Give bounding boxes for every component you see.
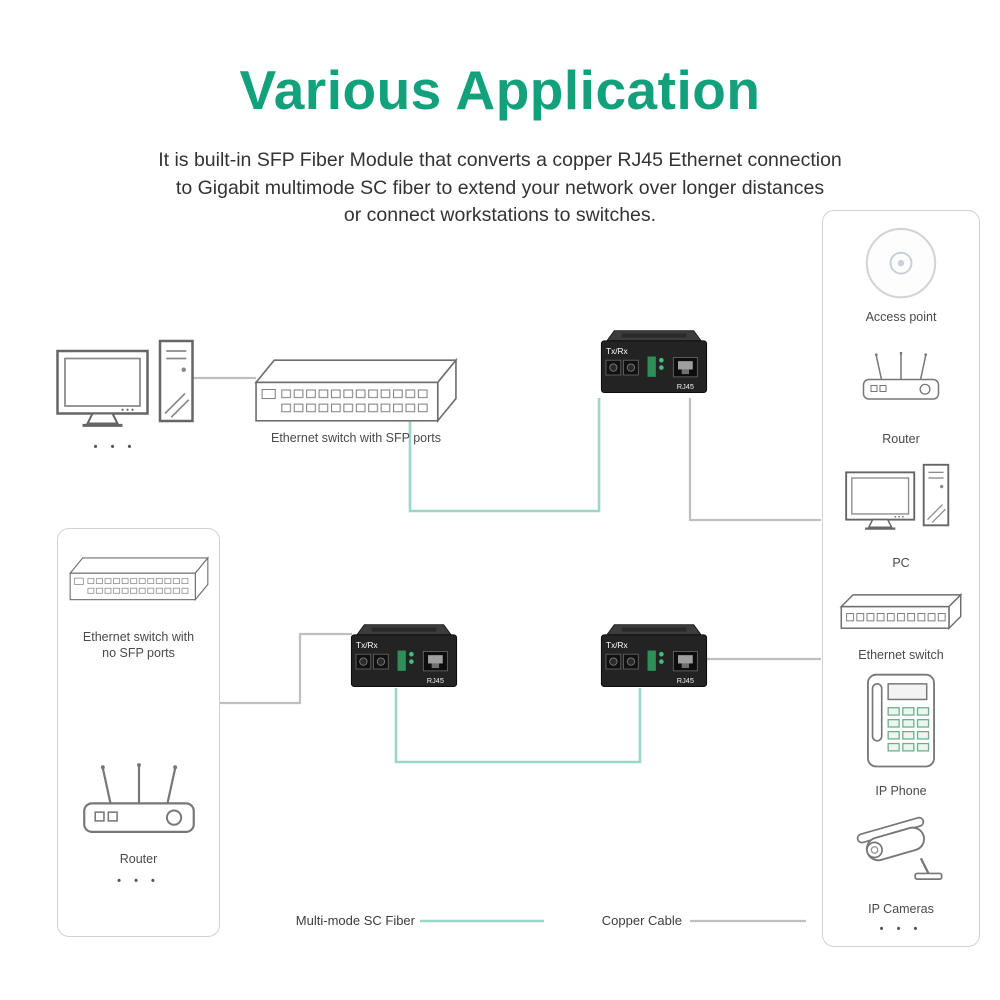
description-line-1: It is built-in SFP Fiber Module that con…	[158, 149, 842, 171]
label-ip-phone: IP Phone	[875, 784, 927, 798]
desktop-computer-icon	[56, 339, 194, 427]
router-right	[856, 345, 946, 408]
ethernet-switch-right-icon	[840, 594, 962, 629]
router-left-icon	[82, 761, 195, 833]
copper-link-converter1-to-devices	[688, 398, 821, 522]
access-point-device-icon	[865, 227, 937, 299]
desktop-computer	[55, 336, 205, 451]
ip-phone-device-icon	[867, 673, 935, 768]
left-device-group: Ethernet switch with no SFP ports Router…	[57, 528, 220, 937]
ethernet-switch-no-sfp	[66, 555, 212, 604]
fiber-link-switch-to-converter1	[408, 398, 601, 513]
label-switch-no-sfp: Ethernet switch with no SFP ports	[82, 630, 195, 661]
right-device-group: Access point Router PC Ethernet switch I…	[822, 210, 980, 947]
page-description: It is built-in SFP Fiber Module that con…	[0, 147, 1000, 230]
fiber-link-converter2-to-converter3	[394, 688, 642, 764]
ellipsis-under-computer: • • •	[93, 441, 137, 453]
label-ethernet-switch: Ethernet switch	[858, 648, 944, 662]
pc-device-icon	[845, 463, 950, 530]
media-converter-3	[594, 620, 714, 694]
pc-device	[844, 461, 958, 548]
description-line-3: or connect workstations to switches.	[343, 204, 657, 227]
ip-camera-device-icon	[855, 815, 943, 881]
ethernet-switch-right	[837, 591, 965, 638]
ip-phone	[855, 671, 947, 772]
media-converter-3-icon	[600, 624, 708, 687]
media-converter-1	[594, 326, 714, 400]
label-router-right: Router	[882, 432, 920, 446]
label-access-point: Access point	[865, 310, 937, 324]
media-converter-2	[344, 620, 464, 694]
media-converter-2-icon	[350, 624, 458, 687]
legend-copper-label: Copper Cable	[601, 913, 682, 928]
ethernet-switch-sfp-icon	[255, 359, 457, 422]
label-switch-sfp: Ethernet switch with SFP ports	[271, 431, 441, 445]
access-point	[857, 227, 945, 303]
ethernet-switch-sfp	[250, 356, 462, 427]
description-line-2: to Gigabit multimode SC fiber to extend …	[175, 176, 825, 199]
copper-link-noSFP-switch-to-converter2	[218, 632, 352, 705]
ip-camera	[849, 805, 953, 887]
legend-fiber-label: Multi-mode SC Fiber	[295, 913, 415, 928]
media-converter-1-icon	[600, 330, 708, 393]
label-pc: PC	[892, 556, 910, 570]
label-router-left: Router	[119, 852, 158, 866]
ellipsis-left-box: • • •	[117, 875, 160, 887]
page-title: Various Application	[239, 59, 761, 121]
router-right-icon	[862, 351, 940, 400]
label-ip-cameras: IP Cameras	[868, 902, 934, 916]
ellipsis-right-box: • • •	[879, 923, 923, 935]
ethernet-switch-no-sfp-icon	[69, 557, 208, 601]
router-left	[73, 753, 205, 845]
